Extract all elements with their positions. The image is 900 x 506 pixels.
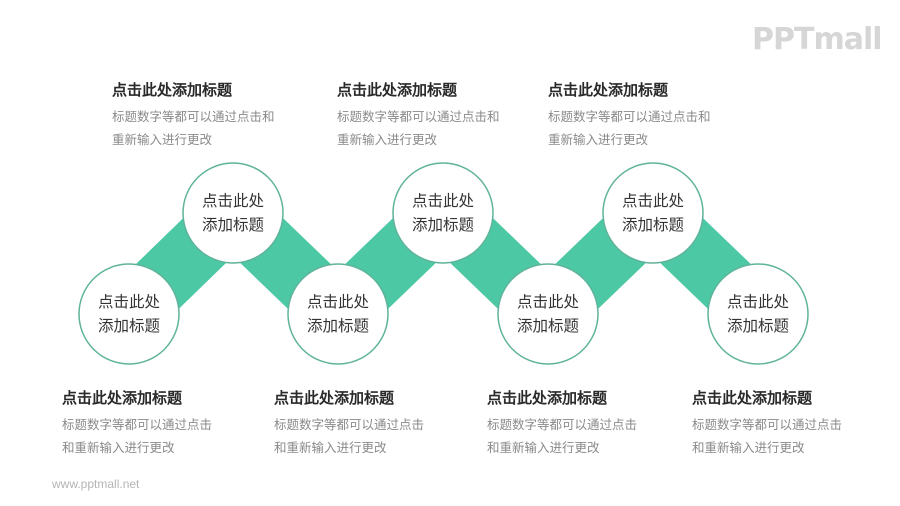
node-2-line1: 点击此处 (201, 192, 264, 210)
footer-url: www.pptmall.net (52, 477, 140, 491)
circle-node-2[interactable]: 点击此处 添加标题 (182, 162, 284, 264)
caption-bottom-4[interactable]: 点击此处添加标题 标题数字等都可以通过点击和重新输入进行更改 (692, 388, 872, 459)
caption-title: 点击此处添加标题 (62, 389, 183, 407)
circle-node-3[interactable]: 点击此处 添加标题 (287, 263, 389, 365)
caption-title: 点击此处添加标题 (112, 81, 233, 99)
circle-node-1[interactable]: 点击此处 添加标题 (78, 263, 180, 365)
node-6-line2: 添加标题 (621, 216, 684, 234)
caption-title: 点击此处添加标题 (274, 389, 395, 407)
node-4-line1: 点击此处 (411, 192, 474, 210)
caption-top-3[interactable]: 点击此处添加标题 标题数字等都可以通过点击和重新输入进行更改 (548, 80, 728, 151)
node-5-line2: 添加标题 (516, 317, 579, 335)
node-7-line2: 添加标题 (726, 317, 789, 335)
caption-title: 点击此处添加标题 (487, 389, 608, 407)
caption-top-1[interactable]: 点击此处添加标题 标题数字等都可以通过点击和重新输入进行更改 (112, 80, 292, 151)
caption-title: 点击此处添加标题 (337, 81, 458, 99)
caption-title: 点击此处添加标题 (692, 389, 813, 407)
caption-desc: 标题数字等都可以通过点击和重新输入进行更改 (274, 417, 425, 455)
circle-node-6[interactable]: 点击此处 添加标题 (602, 162, 704, 264)
caption-desc: 标题数字等都可以通过点击和重新输入进行更改 (548, 109, 711, 147)
caption-top-2[interactable]: 点击此处添加标题 标题数字等都可以通过点击和重新输入进行更改 (337, 80, 517, 151)
caption-desc: 标题数字等都可以通过点击和重新输入进行更改 (487, 417, 638, 455)
node-3-line2: 添加标题 (306, 317, 369, 335)
caption-bottom-1[interactable]: 点击此处添加标题 标题数字等都可以通过点击和重新输入进行更改 (62, 388, 242, 459)
pptmall-logo: PPTmall (752, 22, 883, 57)
caption-desc: 标题数字等都可以通过点击和重新输入进行更改 (62, 417, 213, 455)
node-2-line2: 添加标题 (201, 216, 264, 234)
node-4-line2: 添加标题 (411, 216, 474, 234)
node-1-line2: 添加标题 (97, 317, 160, 335)
caption-bottom-3[interactable]: 点击此处添加标题 标题数字等都可以通过点击和重新输入进行更改 (487, 388, 667, 459)
circle-node-7[interactable]: 点击此处 添加标题 (707, 263, 809, 365)
circle-node-4[interactable]: 点击此处 添加标题 (392, 162, 494, 264)
caption-bottom-2[interactable]: 点击此处添加标题 标题数字等都可以通过点击和重新输入进行更改 (274, 388, 454, 459)
circle-node-5[interactable]: 点击此处 添加标题 (497, 263, 599, 365)
circle-outlines (78, 162, 809, 365)
caption-desc: 标题数字等都可以通过点击和重新输入进行更改 (692, 417, 843, 455)
caption-desc: 标题数字等都可以通过点击和重新输入进行更改 (337, 109, 500, 147)
caption-title: 点击此处添加标题 (548, 81, 669, 99)
caption-desc: 标题数字等都可以通过点击和重新输入进行更改 (112, 109, 275, 147)
node-7-line1: 点击此处 (726, 293, 789, 311)
node-1-line1: 点击此处 (97, 293, 160, 311)
node-3-line1: 点击此处 (306, 293, 369, 311)
node-6-line1: 点击此处 (621, 192, 684, 210)
node-5-line1: 点击此处 (516, 293, 579, 311)
